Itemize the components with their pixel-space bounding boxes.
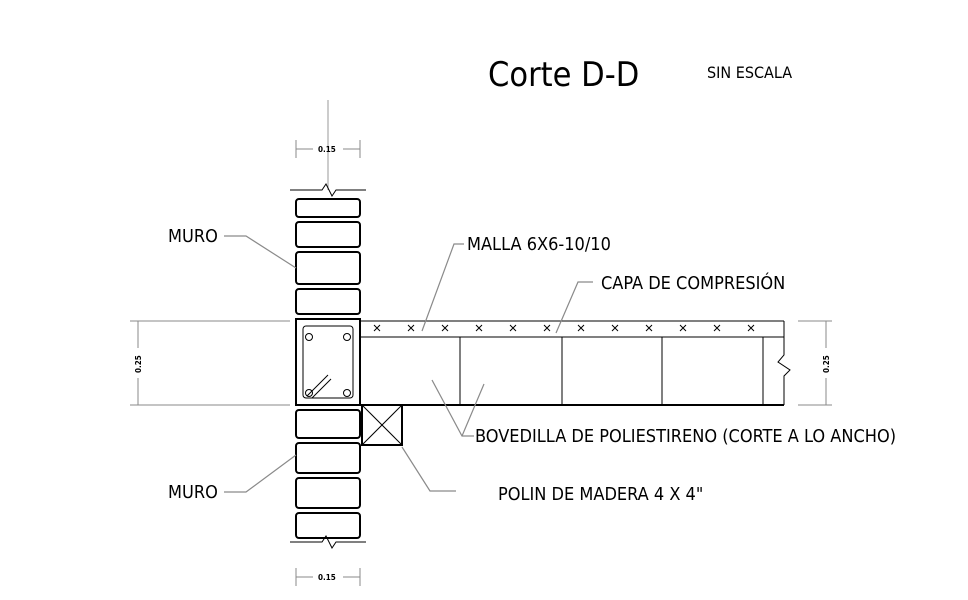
bond-beam xyxy=(295,318,361,406)
dim-wall-width-top: 0.15 xyxy=(295,140,361,158)
label-bovedilla: BOVEDILLA DE POLIESTIRENO (CORTE A LO AN… xyxy=(475,426,896,447)
dim-slab-height-left: 0.25 xyxy=(130,320,290,406)
mesh-crosses xyxy=(373,324,755,332)
lower-wall-blocks xyxy=(295,409,361,539)
wall-break-top xyxy=(290,183,366,197)
label-capa-compresion: CAPA DE COMPRESIÓN xyxy=(601,272,785,294)
label-malla: MALLA 6X6-10/10 xyxy=(467,234,611,255)
drawing-title: Corte D-D xyxy=(488,55,639,95)
dim-slab-height-left-text: 0.25 xyxy=(134,355,143,373)
wall-break-bottom xyxy=(290,535,366,549)
slab xyxy=(360,320,791,406)
dim-slab-height-right: 0.25 xyxy=(798,320,832,406)
dim-wall-width-bottom: 0.15 xyxy=(295,568,361,586)
label-muro-top: MURO xyxy=(168,226,218,247)
scale-note: SIN ESCALA xyxy=(707,63,792,82)
wood-post xyxy=(361,404,403,446)
dim-slab-height-right-text: 0.25 xyxy=(822,355,831,373)
upper-wall-blocks xyxy=(295,198,361,315)
dim-wall-width-bottom-text: 0.15 xyxy=(318,573,336,582)
label-polin: POLIN DE MADERA 4 X 4" xyxy=(498,484,703,505)
dim-wall-width-top-text: 0.15 xyxy=(318,145,336,154)
leaders xyxy=(224,235,593,493)
label-muro-bottom: MURO xyxy=(168,482,218,503)
